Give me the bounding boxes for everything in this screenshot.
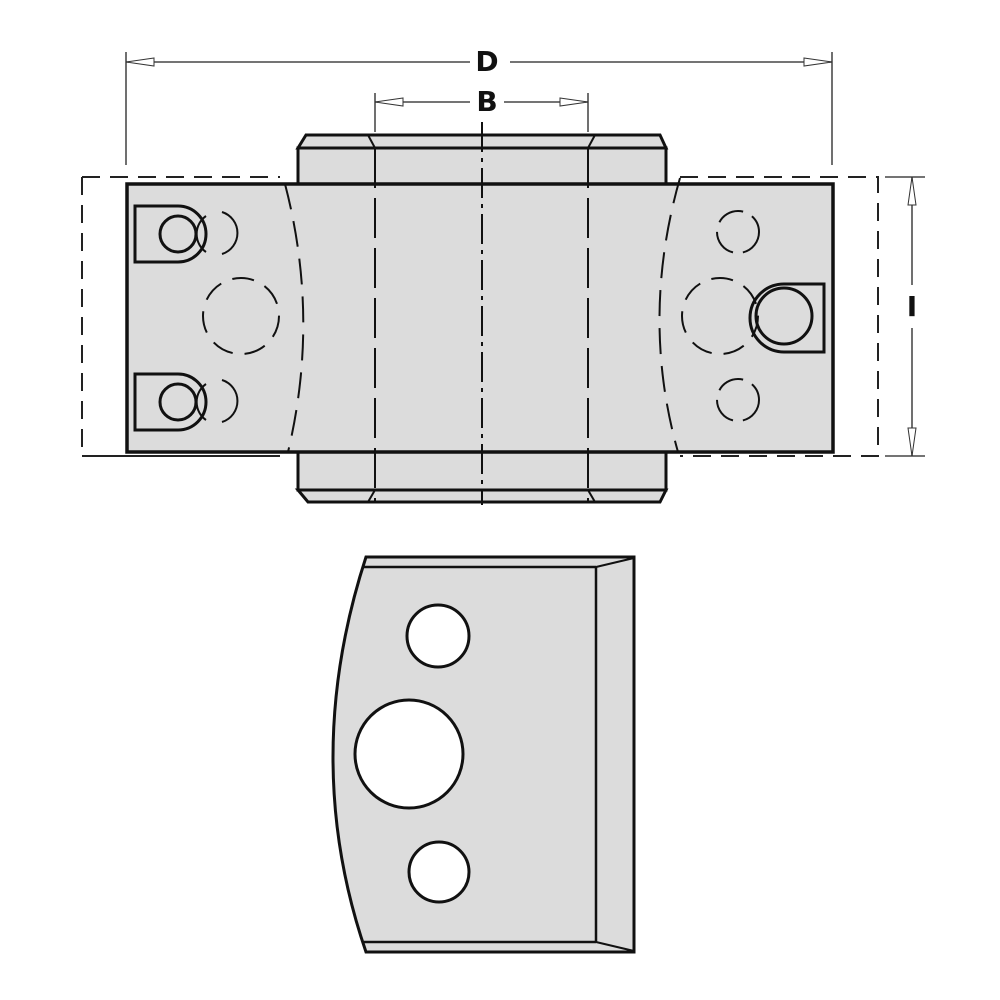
hidden-hole-left bbox=[202, 277, 280, 355]
knife-hole-top bbox=[405, 603, 471, 669]
dimension-label-i: I bbox=[907, 290, 917, 323]
hidden-holes-right bbox=[681, 210, 760, 422]
dimension-label-d: D bbox=[475, 45, 498, 78]
screw-slot-right bbox=[748, 282, 826, 354]
screw-slot-bottom-left bbox=[133, 372, 239, 432]
knife-profile-view bbox=[331, 555, 636, 954]
dimension-label-b: B bbox=[476, 85, 497, 118]
knife-hole-center bbox=[353, 698, 465, 810]
screw-slot-top-left bbox=[133, 204, 239, 264]
knife-hole-bottom bbox=[407, 840, 471, 904]
cutter-block-view bbox=[81, 122, 879, 505]
dimension-i: I bbox=[885, 176, 925, 457]
dimension-b: B bbox=[374, 85, 589, 132]
dimension-d: D bbox=[125, 45, 833, 165]
